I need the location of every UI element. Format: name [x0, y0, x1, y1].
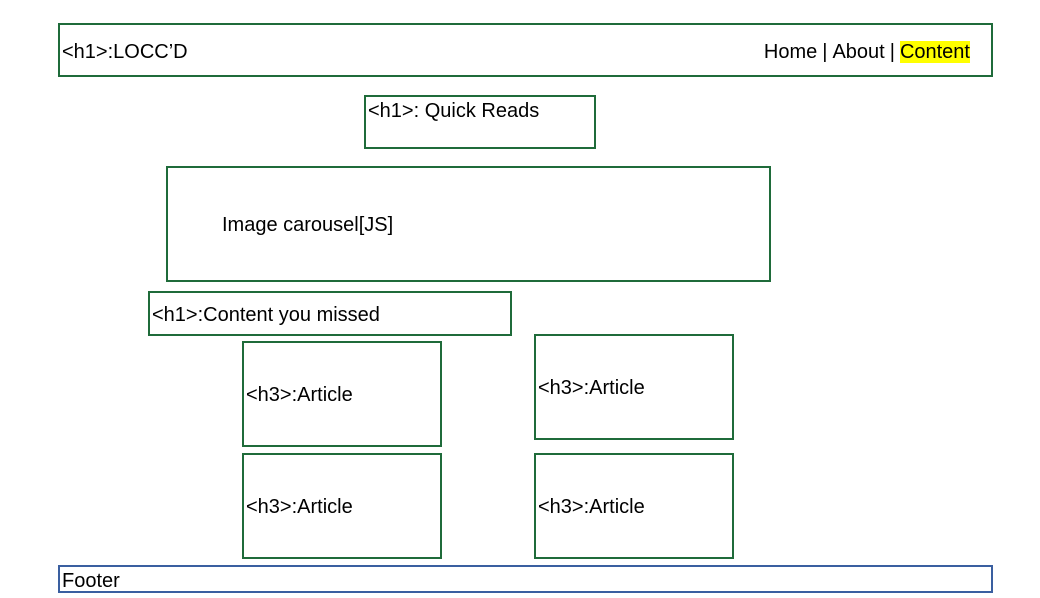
article-card[interactable]: <h3>:Article: [242, 453, 442, 559]
nav-item-home[interactable]: Home: [763, 41, 818, 63]
header-box: <h1>:LOCC’D Home|About|Content: [58, 23, 993, 77]
quick-reads-heading: <h1>: Quick Reads: [368, 100, 540, 122]
quick-reads-box: <h1>: Quick Reads: [364, 95, 596, 149]
footer-label: Footer: [62, 570, 120, 592]
content-missed-box: <h1>:Content you missed: [148, 291, 512, 336]
header-logo-label: <h1>:LOCC’D: [62, 41, 188, 63]
article-card[interactable]: <h3>:Article: [242, 341, 442, 447]
footer-box: Footer: [58, 565, 993, 593]
image-carousel-label: Image carousel[JS]: [222, 214, 394, 236]
nav-separator: |: [889, 41, 895, 63]
content-missed-heading: <h1>:Content you missed: [152, 304, 380, 326]
article-card[interactable]: <h3>:Article: [534, 453, 734, 559]
nav-separator: |: [822, 41, 828, 63]
nav-item-about[interactable]: About: [832, 41, 885, 63]
article-heading: <h3>:Article: [246, 384, 353, 406]
nav-menu: Home|About|Content: [764, 40, 970, 64]
article-heading: <h3>:Article: [538, 377, 645, 399]
article-card[interactable]: <h3>:Article: [534, 334, 734, 440]
image-carousel-box[interactable]: Image carousel[JS]: [166, 166, 771, 282]
nav-item-content[interactable]: Content: [899, 41, 970, 63]
article-heading: <h3>:Article: [246, 496, 353, 518]
article-heading: <h3>:Article: [538, 496, 645, 518]
